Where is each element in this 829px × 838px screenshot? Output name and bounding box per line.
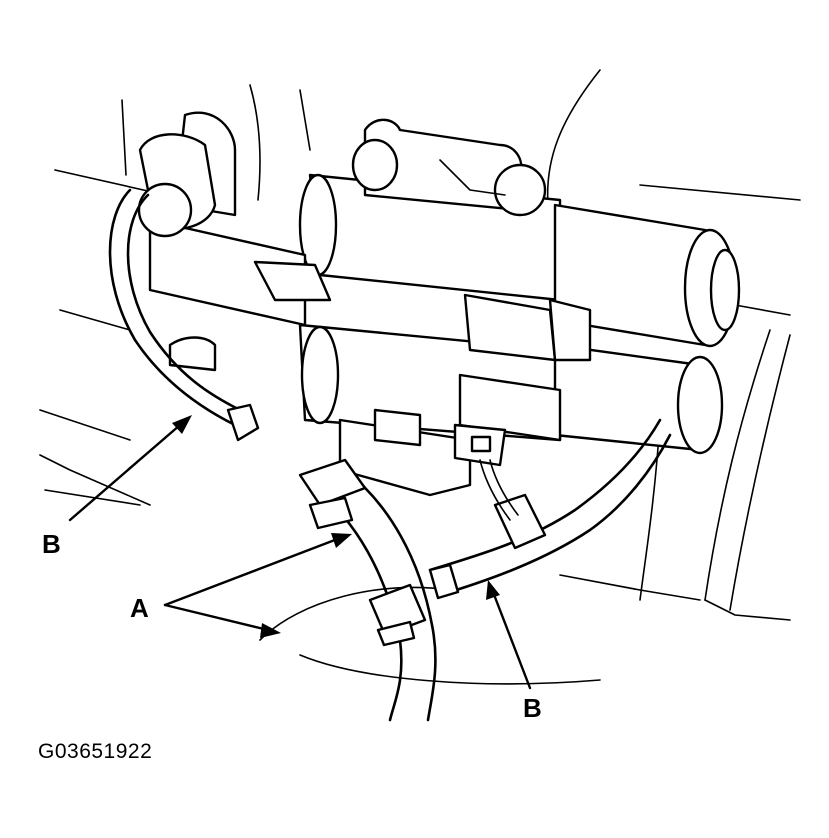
right-hose <box>428 418 672 600</box>
callout-b-left: B <box>42 529 61 559</box>
upper-actuator <box>298 118 741 348</box>
pipe-fitting <box>137 111 332 327</box>
electrical-connectors <box>168 293 592 467</box>
callout-b-right: B <box>523 693 542 723</box>
arrow-a-upper <box>331 533 352 548</box>
left-hose <box>108 188 260 442</box>
arrow-b-right <box>486 580 500 600</box>
arrow-b-left <box>172 415 192 434</box>
background-structure <box>39 69 801 685</box>
main-hose <box>298 458 437 722</box>
arrow-a-lower <box>260 623 281 638</box>
leader-lines <box>68 415 532 690</box>
figure-id: G03651922 <box>38 740 153 763</box>
callout-a: A <box>130 593 149 623</box>
